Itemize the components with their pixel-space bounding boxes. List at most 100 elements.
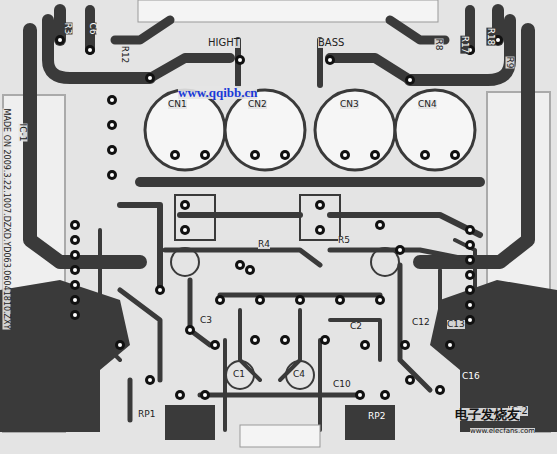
solder-pad <box>70 265 80 275</box>
drill-hole <box>408 378 412 382</box>
drill-hole <box>496 38 500 42</box>
solder-pad <box>70 235 80 245</box>
solder-pad <box>355 390 365 400</box>
drill-hole <box>110 98 114 102</box>
solder-pad <box>380 390 390 400</box>
solder-pad <box>215 295 225 305</box>
part-label: C1 <box>233 370 245 379</box>
solder-pad <box>465 315 475 325</box>
solder-pad <box>465 285 475 295</box>
ic-label: IC-1 <box>18 124 27 142</box>
drill-hole <box>323 338 327 342</box>
solder-pad <box>85 45 95 55</box>
drill-hole <box>188 328 192 332</box>
drill-hole <box>328 58 332 62</box>
drill-hole <box>403 343 407 347</box>
solder-pad <box>250 150 260 160</box>
solder-pad <box>450 150 460 160</box>
drill-hole <box>218 298 222 302</box>
part-label: C16 <box>462 372 480 381</box>
part-label: C12 <box>412 318 430 327</box>
solder-pad <box>375 295 385 305</box>
part-label: CN2 <box>248 100 267 109</box>
board-note: MADE ON 2009.3.22.1007.DZXD.YD063.060418… <box>2 109 10 330</box>
part-label: R5 <box>338 236 350 245</box>
solder-pad <box>245 265 255 275</box>
solder-pad <box>175 390 185 400</box>
watermark: www.qqibb.cn <box>178 86 257 99</box>
solder-pad <box>465 225 475 235</box>
solder-pad <box>320 335 330 345</box>
solder-pad <box>55 35 65 45</box>
part-label: CN3 <box>340 100 359 109</box>
solder-pad <box>435 385 445 395</box>
part-label: CN1 <box>168 100 187 109</box>
part-label: RP2 <box>368 412 385 421</box>
part-label: C2 <box>350 322 362 331</box>
solder-pad <box>465 270 475 280</box>
part-label: CN4 <box>418 100 437 109</box>
drill-hole <box>158 288 162 292</box>
solder-pad <box>335 295 345 305</box>
part-label: R4 <box>258 240 270 249</box>
solder-pad <box>405 75 415 85</box>
solder-pad <box>180 200 190 210</box>
drill-hole <box>183 228 187 232</box>
drill-hole <box>110 148 114 152</box>
watermark: www.elecfans.com <box>470 428 535 435</box>
solder-pad <box>445 340 455 350</box>
part-label: R8 <box>434 39 443 51</box>
solder-pad <box>180 225 190 235</box>
drill-hole <box>343 153 347 157</box>
drill-hole <box>73 238 77 242</box>
drill-hole <box>398 248 402 252</box>
drill-hole <box>423 153 427 157</box>
silk-label: BASS <box>318 38 344 48</box>
part-label: R18 <box>486 28 495 46</box>
solder-pad <box>465 240 475 250</box>
solder-pad <box>315 225 325 235</box>
solder-pad <box>107 170 117 180</box>
drill-hole <box>468 288 472 292</box>
drill-hole <box>173 153 177 157</box>
part-label: R12 <box>120 46 129 64</box>
drill-hole <box>203 153 207 157</box>
solder-pad <box>405 375 415 385</box>
drill-hole <box>58 38 62 42</box>
solder-pad <box>340 150 350 160</box>
drill-hole <box>318 203 322 207</box>
solder-pad <box>250 335 260 345</box>
drill-hole <box>358 393 362 397</box>
watermark: 电子发烧友 <box>455 408 520 421</box>
solder-pad <box>70 280 80 290</box>
drill-hole <box>203 393 207 397</box>
drill-hole <box>213 343 217 347</box>
solder-pad <box>200 390 210 400</box>
drill-hole <box>448 343 452 347</box>
drill-hole <box>378 298 382 302</box>
solder-pad <box>370 150 380 160</box>
solder-pad <box>185 325 195 335</box>
drill-hole <box>468 243 472 247</box>
drill-hole <box>383 393 387 397</box>
drill-hole <box>73 283 77 287</box>
part-label: C6 <box>88 22 97 34</box>
solder-pad <box>400 340 410 350</box>
drill-hole <box>73 298 77 302</box>
drill-hole <box>468 258 472 262</box>
drill-hole <box>178 393 182 397</box>
part-label: RP1 <box>138 410 155 419</box>
drill-hole <box>468 303 472 307</box>
drill-hole <box>298 298 302 302</box>
solder-pad <box>395 245 405 255</box>
drill-hole <box>118 343 122 347</box>
drill-hole <box>73 253 77 257</box>
part-label: R3 <box>63 23 72 35</box>
drill-hole <box>363 343 367 347</box>
solder-pad <box>115 340 125 350</box>
drill-hole <box>378 223 382 227</box>
drill-hole <box>468 318 472 322</box>
drill-hole <box>110 173 114 177</box>
solder-pad <box>70 310 80 320</box>
